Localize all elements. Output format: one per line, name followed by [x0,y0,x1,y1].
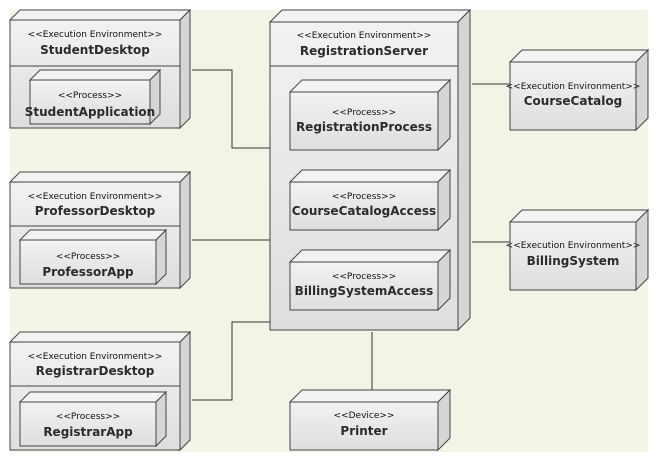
node-name: StudentDesktop [40,43,150,57]
node-registrar-app[interactable]: <<Process>> RegistrarApp [18,390,168,448]
stereotype-label: <<Execution Environment>> [28,352,163,362]
node-name: CourseCatalogAccess [292,204,436,218]
node-name: CourseCatalog [524,94,622,108]
stereotype-label: <<Process>> [332,108,396,118]
node-name: Printer [340,424,387,438]
stereotype-label: <<Execution Environment>> [297,31,432,41]
stereotype-label: <<Process>> [56,412,120,422]
node-course-catalog[interactable]: <<Execution Environment>> CourseCatalog [506,48,650,132]
stereotype-label: <<Execution Environment>> [506,82,641,92]
connector-student-server [192,69,272,149]
node-billing-system-access[interactable]: <<Process>> BillingSystemAccess [288,248,452,312]
node-name: RegistrationProcess [296,120,432,134]
stereotype-label: <<Process>> [56,252,120,262]
stereotype-label: <<Process>> [58,91,122,101]
node-name: BillingSystemAccess [295,284,434,298]
node-name: ProfessorDesktop [35,204,156,218]
connector-registrar-server [192,321,272,401]
stereotype-label: <<Execution Environment>> [506,241,641,251]
node-name: RegistrarDesktop [36,364,155,378]
node-name: RegistrationServer [300,44,428,58]
stereotype-label: <<Execution Environment>> [28,192,163,202]
node-name: ProfessorApp [42,265,134,279]
stereotype-label: <<Execution Environment>> [28,30,163,40]
node-name: BillingSystem [527,254,620,268]
node-student-application[interactable]: <<Process>> StudentApplication [25,68,162,126]
stereotype-label: <<Process>> [332,192,396,202]
node-name: RegistrarApp [43,425,133,439]
node-professor-app[interactable]: <<Process>> ProfessorApp [18,228,168,286]
node-registration-process[interactable]: <<Process>> RegistrationProcess [288,78,452,152]
connectors [192,69,512,401]
node-name: StudentApplication [25,105,155,119]
node-printer[interactable]: <<Device>> Printer [288,388,452,452]
node-course-catalog-access[interactable]: <<Process>> CourseCatalogAccess [288,168,452,232]
node-billing-system[interactable]: <<Execution Environment>> BillingSystem [506,208,650,292]
stereotype-label: <<Process>> [332,272,396,282]
stereotype-label: <<Device>> [334,411,395,421]
